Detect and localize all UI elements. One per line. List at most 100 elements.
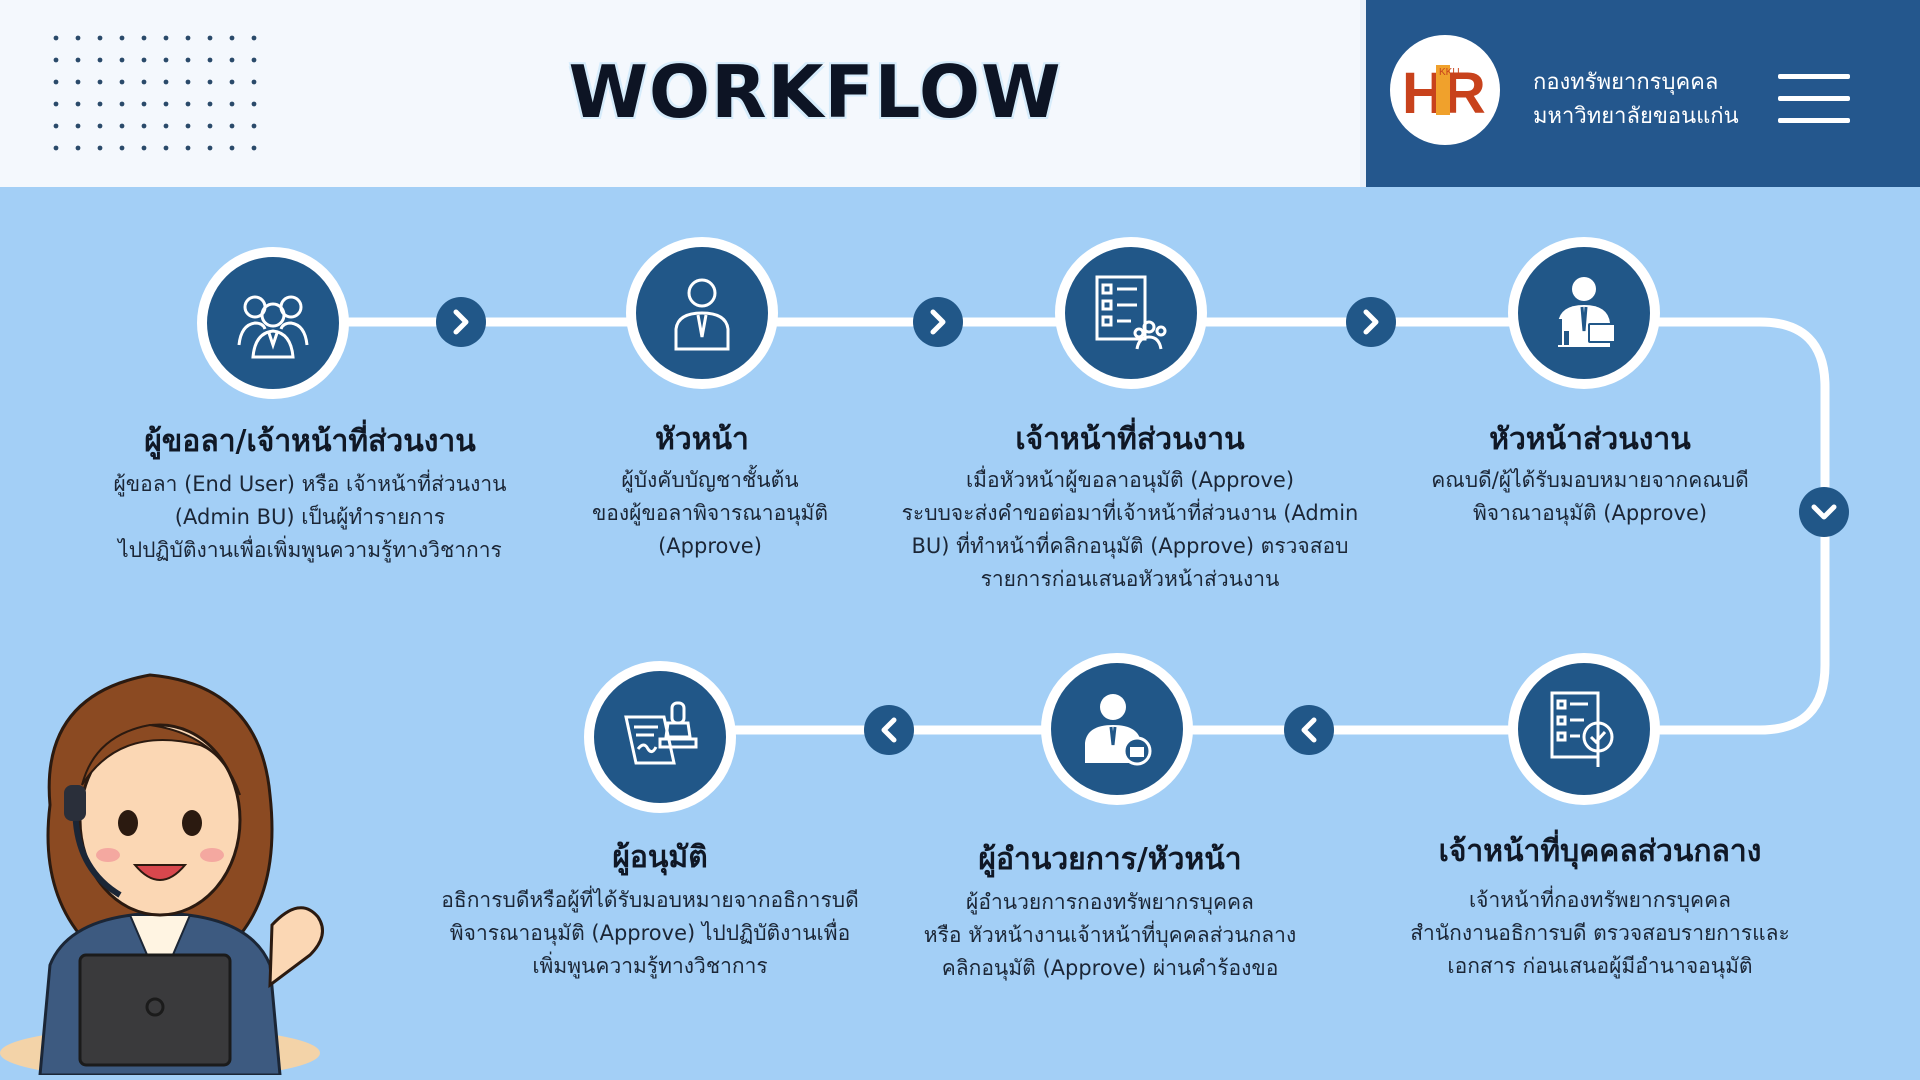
step-2-desc-line: ของผู้ขอลาพิจารณาอนุมัติ <box>591 501 829 525</box>
grid-dot <box>251 57 257 63</box>
step-6-title: ผู้อำนวยการ/หัวหน้า <box>978 842 1242 877</box>
logo-small-text: KKU <box>1439 67 1460 78</box>
grid-dot <box>229 145 235 151</box>
hamburger-menu-button[interactable] <box>1778 74 1850 124</box>
grid-dot <box>207 79 213 85</box>
brand-divider <box>1360 0 1366 187</box>
grid-dot <box>119 35 125 41</box>
step-5-desc-line: เจ้าหน้าที่กองทรัพยากรบุคคล <box>1468 888 1732 912</box>
step-1-desc-line: ผู้ขอลา (End User) หรือ เจ้าหน้าที่ส่วนง… <box>113 472 507 496</box>
right-eye <box>182 810 202 836</box>
next-arrow-1[interactable] <box>436 297 486 347</box>
grid-dot <box>185 101 191 107</box>
step-4-desc-line: พิจาณาอนุมัติ (Approve) <box>1472 501 1708 525</box>
step-7-desc-line: เพิ่มพูนความรู้ทางวิชาการ <box>532 954 768 978</box>
grid-dot <box>75 35 81 41</box>
grid-dot <box>207 145 213 151</box>
step-6-description: ผู้อำนวยการกองทรัพยากรบุคคล หรือ หัวหน้า… <box>900 886 1320 985</box>
grid-dot <box>163 79 169 85</box>
step-7-circle <box>584 661 736 813</box>
supervisor-icon <box>674 278 730 351</box>
grid-dot <box>229 123 235 129</box>
grid-dot <box>97 123 103 129</box>
grid-dot <box>53 57 59 63</box>
hr-logo[interactable]: HR KKU <box>1390 35 1500 145</box>
dot-grid-decoration <box>53 35 257 151</box>
down-arrow[interactable] <box>1799 487 1849 537</box>
grid-dot <box>75 79 81 85</box>
step-6-circle <box>1041 653 1193 805</box>
step-1-desc-line: ไปปฏิบัติงานเพื่อเพิ่มพูนความรู้ทางวิชาก… <box>118 538 502 562</box>
grid-dot <box>185 123 191 129</box>
grid-dot <box>251 79 257 85</box>
step-3-desc-line: เมื่อหัวหน้าผู้ขอลาอนุมัติ (Approve) <box>965 468 1295 492</box>
step-4-title: หัวหน้าส่วนงาน <box>1489 422 1691 457</box>
checklist-team-icon <box>1095 275 1167 350</box>
step-3-desc-line: รายการก่อนเสนอหัวหน้าส่วนงาน <box>980 567 1280 591</box>
waving-hand <box>268 906 324 989</box>
grid-dot <box>207 101 213 107</box>
grid-dot <box>229 35 235 41</box>
grid-dot <box>185 35 191 41</box>
next-arrow-2[interactable] <box>913 297 963 347</box>
step-3-description: เมื่อหัวหน้าผู้ขอลาอนุมัติ (Approve) ระบ… <box>880 464 1380 596</box>
grid-dot <box>163 145 169 151</box>
brand-name-line2: มหาวิทยาลัยขอนแก่น <box>1533 104 1739 129</box>
step-6-desc-line: หรือ หัวหน้างานเจ้าหน้าที่บุคคลส่วนกลาง <box>923 923 1297 947</box>
grid-dot <box>97 79 103 85</box>
grid-dot <box>75 101 81 107</box>
grid-dot <box>75 123 81 129</box>
laptop-icon <box>78 953 232 1067</box>
grid-dot <box>229 57 235 63</box>
grid-dot <box>97 57 103 63</box>
step-5-desc-line: เอกสาร ก่อนเสนอผู้มีอำนาจอนุมัติ <box>1447 954 1753 978</box>
grid-dot <box>163 57 169 63</box>
step-7-desc-line: พิจารณาอนุมัติ (Approve) ไปปฏิบัติงานเพื… <box>449 921 851 945</box>
bangs <box>81 723 241 796</box>
step-1-title: ผู้ขอลา/เจ้าหน้าที่ส่วนงาน <box>144 424 476 459</box>
grid-dot <box>119 123 125 129</box>
approval-stamp-icon <box>624 701 698 765</box>
grid-dot <box>207 123 213 129</box>
step-4-desc-line: คณบดี/ผู้ได้รับมอบหมายจากคณบดี <box>1431 468 1749 492</box>
step-7-title: ผู้อนุมัติ <box>612 840 708 875</box>
grid-dot <box>53 145 59 151</box>
grid-dot <box>163 101 169 107</box>
grid-dot <box>141 57 147 63</box>
grid-dot <box>185 79 191 85</box>
grid-dot <box>251 101 257 107</box>
grid-dot <box>141 79 147 85</box>
grid-dot <box>251 123 257 129</box>
grid-dot <box>97 101 103 107</box>
step-5-circle <box>1508 653 1660 805</box>
grid-dot <box>185 57 191 63</box>
step-5-description: เจ้าหน้าที่กองทรัพยากรบุคคล สำนักงานอธิก… <box>1370 884 1830 983</box>
grid-dot <box>185 145 191 151</box>
smile <box>132 864 188 881</box>
page-title: WORKFLOW <box>568 50 1062 134</box>
prev-arrow-2[interactable] <box>864 705 914 755</box>
left-eye <box>118 810 138 836</box>
grid-dot <box>53 101 59 107</box>
grid-dot <box>141 123 147 129</box>
grid-dot <box>163 123 169 129</box>
menu-bar-bottom <box>1778 118 1850 123</box>
step-6-desc-line: ผู้อำนวยการกองทรัพยากรบุคคล <box>966 890 1254 914</box>
step-6-desc-line: คลิกอนุมัติ (Approve) ผ่านคำร้องขอ <box>941 956 1279 980</box>
grid-dot <box>207 35 213 41</box>
next-arrow-3[interactable] <box>1346 297 1396 347</box>
grid-dot <box>53 79 59 85</box>
step-3-desc-line: ระบบจะส่งคำขอต่อมาที่เจ้าหน้าที่ส่วนงาน … <box>901 501 1359 525</box>
step-2-title: หัวหน้า <box>655 422 749 457</box>
grid-dot <box>97 145 103 151</box>
grid-dot <box>75 57 81 63</box>
step-2-desc-line: (Approve) <box>658 534 762 558</box>
grid-dot <box>229 79 235 85</box>
brand-name-line1: กองทรัพยากรบุคคล <box>1533 70 1719 95</box>
step-7-description: อธิการบดีหรือผู้ที่ได้รับมอบหมายจากอธิกา… <box>400 884 900 983</box>
prev-arrow-1[interactable] <box>1284 705 1334 755</box>
step-7-desc-line: อธิการบดีหรือผู้ที่ได้รับมอบหมายจากอธิกา… <box>441 888 859 912</box>
grid-dot <box>119 145 125 151</box>
grid-dot <box>163 35 169 41</box>
menu-bar-top <box>1778 74 1850 79</box>
